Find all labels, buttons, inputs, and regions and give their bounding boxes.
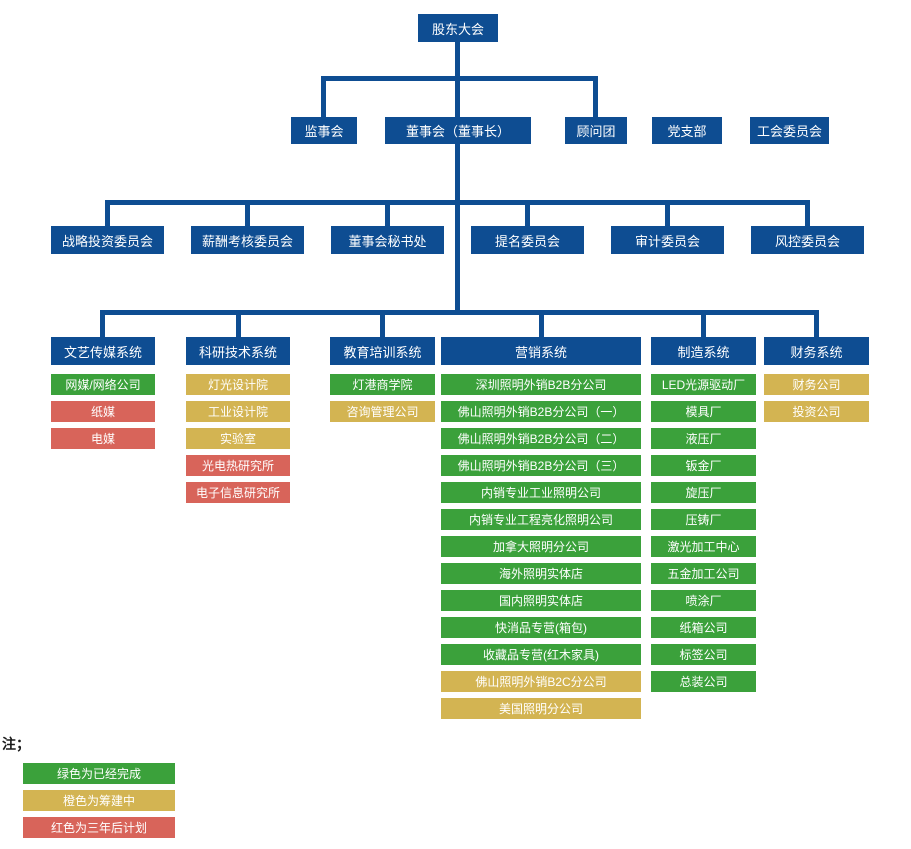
connector-line [100,310,105,337]
legend-item-green: 绿色为已经完成 [23,763,175,784]
org-node: 电媒 [51,428,155,449]
connector-line [245,200,250,226]
node-board-of-directors: 董事会（董事长） [385,117,531,144]
org-node: 钣金厂 [651,455,756,476]
org-node: 深圳照明外销B2B分公司 [441,374,641,395]
org-node: 海外照明实体店 [441,563,641,584]
connector-line [105,200,110,226]
org-node: 纸媒 [51,401,155,422]
node-audit-committee: 审计委员会 [611,226,724,254]
org-node: 液压厂 [651,428,756,449]
connector-line [814,310,819,337]
connector-line [105,200,810,205]
column-marketing-children: 深圳照明外销B2B分公司佛山照明外销B2B分公司（一） 佛山照明外销B2B分公司（… [441,374,641,725]
node-system-education: 教育培训系统 [330,337,435,365]
node-union-committee: 工会委员会 [750,117,829,144]
org-node: 美国照明分公司 [441,698,641,719]
connector-line [236,310,241,337]
node-system-research: 科研技术系统 [186,337,290,365]
connector-line [455,144,460,315]
legend: 绿色为已经完成 橙色为筹建中 红色为三年后计划 [23,763,175,844]
connector-line [321,76,598,81]
node-system-manufacturing: 制造系统 [651,337,756,365]
org-node: 灯港商学院 [330,374,435,395]
node-system-finance: 财务系统 [764,337,869,365]
node-supervisory-board: 监事会 [291,117,357,144]
node-advisory-group: 顾问团 [565,117,627,144]
node-party-branch: 党支部 [652,117,722,144]
column-research-children: 灯光设计院工业设计院实验室光电热研究所电子信息研究所 [186,374,290,509]
node-nomination-committee: 提名委员会 [471,226,584,254]
legend-item-yellow: 橙色为筹建中 [23,790,175,811]
org-node: 国内照明实体店 [441,590,641,611]
org-node: 电子信息研究所 [186,482,290,503]
org-node: 光电热研究所 [186,455,290,476]
node-system-media: 文艺传媒系统 [51,337,155,365]
org-node: 财务公司 [764,374,869,395]
org-node: 网媒/网络公司 [51,374,155,395]
node-board-secretariat: 董事会秘书处 [331,226,444,254]
column-finance-children: 财务公司投资公司 [764,374,869,428]
column-manufacturing-children: LED光源驱动厂模具厂液压厂钣金厂旋压厂压铸厂激光加工中心五金加工公司喷涂厂纸箱… [651,374,756,698]
org-node: 灯光设计院 [186,374,290,395]
node-compensation-assessment-committee: 薪酬考核委员会 [191,226,304,254]
org-node: LED光源驱动厂 [651,374,756,395]
column-education-children: 灯港商学院咨询管理公司 [330,374,435,428]
org-node: 收藏品专营(红木家具) [441,644,641,665]
org-node: 压铸厂 [651,509,756,530]
node-risk-control-committee: 风控委员会 [751,226,864,254]
legend-item-red: 红色为三年后计划 [23,817,175,838]
connector-line [525,200,530,226]
node-system-marketing: 营销系统 [441,337,641,365]
org-node: 标签公司 [651,644,756,665]
connector-line [380,310,385,337]
connector-line [100,310,819,315]
org-node: 纸箱公司 [651,617,756,638]
connector-line [805,200,810,226]
connector-line [701,310,706,337]
connector-line [321,76,326,117]
org-node: 工业设计院 [186,401,290,422]
connector-line [385,200,390,226]
org-node: 旋压厂 [651,482,756,503]
connector-line [593,76,598,117]
org-node: 五金加工公司 [651,563,756,584]
org-node: 内销专业工程亮化照明公司 [441,509,641,530]
connector-line [539,310,544,337]
org-node: 模具厂 [651,401,756,422]
node-strategic-investment-committee: 战略投资委员会 [51,226,164,254]
org-node: 喷涂厂 [651,590,756,611]
org-node: 内销专业工业照明公司 [441,482,641,503]
column-media-children: 网媒/网络公司纸媒电媒 [51,374,155,455]
org-node: 投资公司 [764,401,869,422]
org-node: 佛山照明外销B2C分公司 [441,671,641,692]
legend-note-label: 注； [2,736,30,752]
org-node: 佛山照明外销B2B分公司（三） [441,455,641,476]
org-node: 激光加工中心 [651,536,756,557]
node-shareholders-meeting: 股东大会 [418,14,498,42]
org-node: 实验室 [186,428,290,449]
connector-line [665,200,670,226]
org-node: 快消品专营(箱包) [441,617,641,638]
org-node: 佛山照明外销B2B分公司（一） [441,401,641,422]
org-node: 佛山照明外销B2B分公司（二） [441,428,641,449]
org-node: 咨询管理公司 [330,401,435,422]
org-node: 加拿大照明分公司 [441,536,641,557]
org-node: 总装公司 [651,671,756,692]
